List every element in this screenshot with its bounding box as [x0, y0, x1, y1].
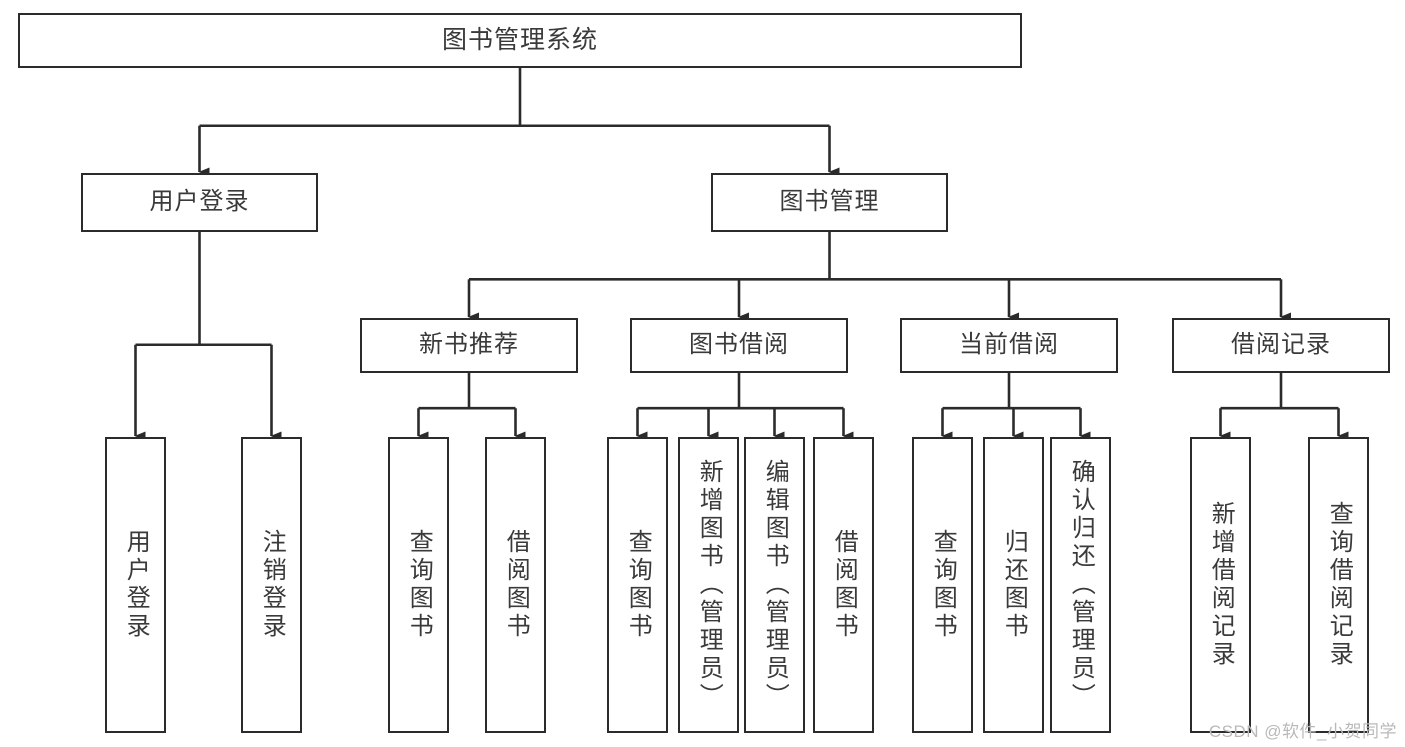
node-leaf8[interactable]: 借阅图书 — [813, 437, 874, 733]
node-leaf7[interactable]: 编辑图书（管理员） — [744, 437, 805, 733]
node-label: 图书管理 — [779, 188, 880, 216]
node-label: 编辑图书（管理员） — [761, 459, 789, 711]
node-label: 查询图书 — [624, 529, 652, 641]
node-root[interactable]: 图书管理系统 — [18, 13, 1022, 68]
node-current[interactable]: 当前借阅 — [900, 318, 1118, 373]
node-borrow[interactable]: 图书借阅 — [630, 318, 848, 373]
node-label: 当前借阅 — [959, 331, 1059, 359]
node-leaf1[interactable]: 用户登录 — [105, 437, 166, 733]
node-label: 用户登录 — [122, 529, 150, 641]
node-label: 注销登录 — [258, 529, 286, 641]
node-label: 查询图书 — [929, 529, 957, 641]
node-leaf6[interactable]: 新增图书（管理员） — [678, 437, 739, 733]
node-leaf10[interactable]: 归还图书 — [983, 437, 1044, 733]
node-label: 借阅图书 — [502, 529, 530, 641]
node-label: 查询借阅记录 — [1325, 501, 1353, 669]
node-leaf5[interactable]: 查询图书 — [607, 437, 668, 733]
node-label: 借阅记录 — [1231, 331, 1331, 359]
node-leaf2[interactable]: 注销登录 — [241, 437, 302, 733]
node-bookmgmt[interactable]: 图书管理 — [711, 173, 948, 232]
node-records[interactable]: 借阅记录 — [1172, 318, 1390, 373]
watermark-label: CSDN @软件_小贺同学 — [1208, 722, 1397, 741]
node-leaf13[interactable]: 查询借阅记录 — [1308, 437, 1369, 733]
node-login[interactable]: 用户登录 — [81, 173, 318, 232]
node-label: 新增图书（管理员） — [695, 459, 723, 711]
node-leaf11[interactable]: 确认归还（管理员） — [1050, 437, 1111, 733]
node-label: 新增借阅记录 — [1207, 501, 1235, 669]
node-leaf3[interactable]: 查询图书 — [388, 437, 449, 733]
node-leaf12[interactable]: 新增借阅记录 — [1190, 437, 1251, 733]
node-label: 确认归还（管理员） — [1067, 459, 1095, 711]
node-label: 用户登录 — [149, 188, 250, 216]
node-label: 查询图书 — [405, 529, 433, 641]
node-leaf4[interactable]: 借阅图书 — [485, 437, 546, 733]
node-label: 图书借阅 — [689, 331, 789, 359]
node-label: 图书管理系统 — [441, 25, 598, 54]
node-label: 归还图书 — [1000, 529, 1028, 641]
node-label: 借阅图书 — [830, 529, 858, 641]
node-label: 新书推荐 — [419, 331, 519, 359]
node-newrec[interactable]: 新书推荐 — [360, 318, 578, 373]
node-leaf9[interactable]: 查询图书 — [912, 437, 973, 733]
